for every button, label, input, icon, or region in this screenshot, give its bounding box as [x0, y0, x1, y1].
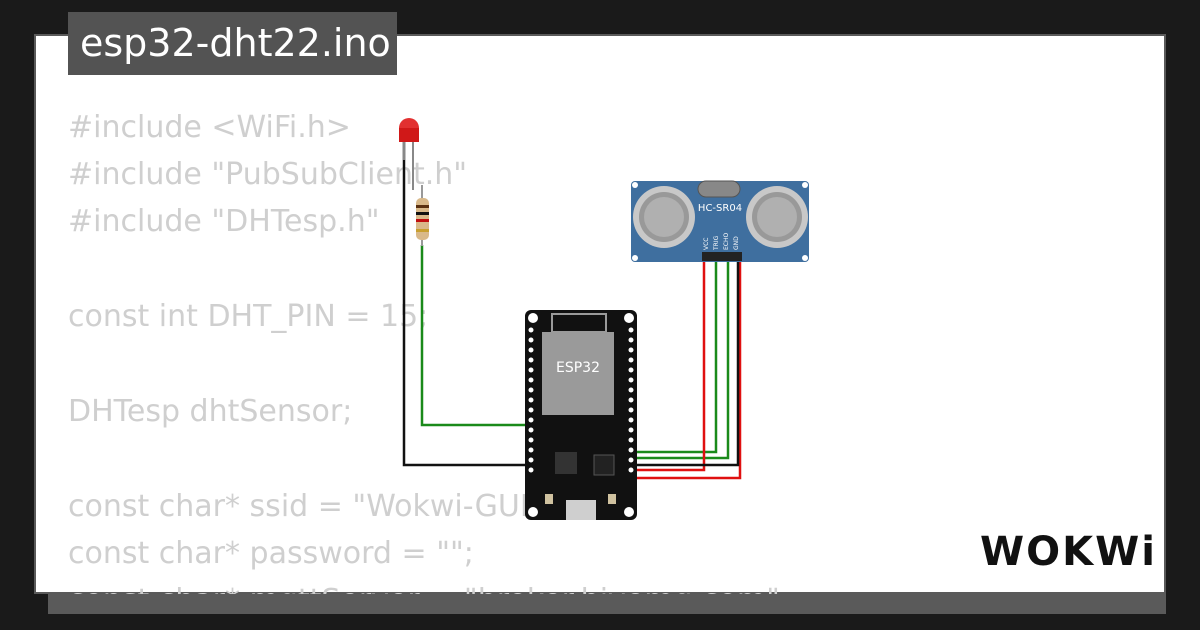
sensor-wire-red-2: [630, 262, 742, 480]
led-icon[interactable]: [399, 118, 419, 190]
sensor-pin-label: ECHO: [723, 233, 730, 250]
wokwi-logo-text: WOKWi: [980, 529, 1153, 575]
code-line: DHTesp dhtSensor;: [68, 394, 353, 429]
sensor-pin-label: TRIG: [713, 235, 720, 251]
code-line: #include "PubSubClient.h": [68, 157, 468, 192]
card-shadow: [48, 594, 1166, 614]
code-line: const char* mqttServer = "broker.hivemq.…: [68, 577, 968, 594]
file-title-tab[interactable]: esp32-dht22.ino: [68, 12, 397, 75]
led-wire-black: [402, 130, 525, 467]
code-line: #include <WiFi.h>: [68, 110, 351, 145]
esp32-pins-left: [528, 327, 534, 473]
board-label: ESP32: [556, 360, 600, 376]
code-preview: #include <WiFi.h> #include "PubSubClient…: [68, 104, 968, 594]
code-line: #include "DHTesp.h": [68, 204, 380, 239]
hc-sr04-sensor[interactable]: HC-SR04 VCC TRIG ECHO GND: [631, 180, 809, 262]
sensor-wire-red-1: [630, 262, 706, 472]
sensor-label: HC-SR04: [698, 203, 742, 214]
sensor-pin-label: GND: [733, 236, 740, 250]
resistor-wire-green: [420, 245, 530, 427]
esp32-board[interactable]: ESP32: [525, 310, 637, 520]
esp32-pins-right: [628, 327, 634, 473]
sensor-pin-label: VCC: [703, 238, 710, 250]
sensor-wire-green-1: [630, 262, 718, 454]
code-line: const char* password = "";: [68, 536, 474, 571]
wires: [402, 130, 742, 480]
sensor-wire-green-2: [630, 262, 730, 460]
wokwi-logo[interactable]: WOKWi: [978, 525, 1153, 575]
sensor-wire-black: [630, 262, 740, 467]
resistor-icon[interactable]: [416, 185, 429, 246]
